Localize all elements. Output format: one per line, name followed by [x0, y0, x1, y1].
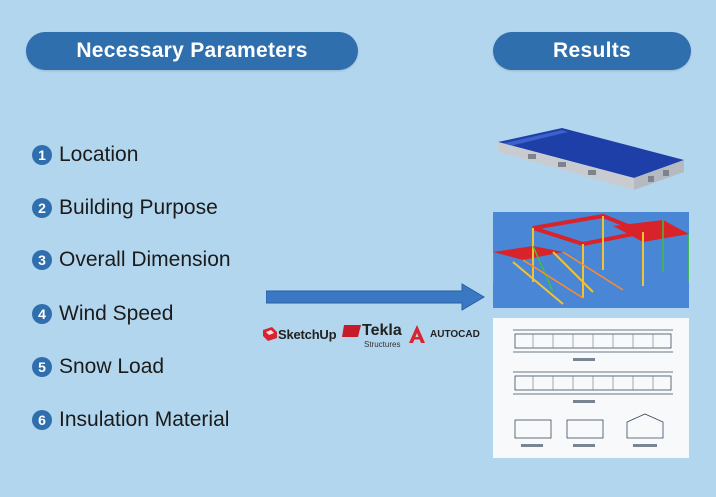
cad-drawings-image	[493, 318, 689, 458]
autocad-icon	[409, 325, 425, 343]
parameter-item-insulation-material: 6 Insulation Material	[32, 405, 229, 435]
parameter-item-location: 1 Location	[32, 140, 138, 170]
autocad-label: AUTOCAD	[430, 328, 480, 340]
parameter-label: Wind Speed	[59, 302, 174, 325]
tekla-logo: Tekla Structures	[342, 322, 402, 349]
tekla-label: Tekla	[362, 322, 402, 339]
arrow-right-icon	[266, 283, 485, 311]
necessary-parameters-title: Necessary Parameters	[76, 39, 308, 62]
sketchup-logo: SketchUp	[262, 326, 337, 342]
tekla-structures-label: Structures	[364, 340, 401, 349]
parameter-label: Location	[59, 143, 139, 166]
steel-frame-model-image	[493, 212, 689, 308]
necessary-parameters-header: Necessary Parameters	[26, 32, 358, 70]
parameter-item-building-purpose: 2 Building Purpose	[32, 193, 218, 223]
parameter-item-snow-load: 5 Snow Load	[32, 352, 164, 382]
number-badge-icon: 3	[32, 250, 52, 270]
number-badge-icon: 4	[32, 304, 52, 324]
number-badge-icon: 6	[32, 410, 52, 430]
number-badge-icon: 5	[32, 357, 52, 377]
parameter-label: Insulation Material	[59, 408, 230, 431]
sketchup-label: SketchUp	[278, 326, 337, 342]
tekla-icon	[342, 325, 361, 337]
parameter-label: Snow Load	[59, 355, 165, 378]
building-3d-render-image	[498, 128, 684, 190]
parameter-item-wind-speed: 4 Wind Speed	[32, 299, 173, 329]
results-header: Results	[493, 32, 691, 70]
parameter-label: Building Purpose	[59, 196, 218, 219]
number-badge-icon: 1	[32, 145, 52, 165]
sketchup-icon	[263, 327, 277, 341]
number-badge-icon: 2	[32, 198, 52, 218]
parameter-item-overall-dimension: 3 Overall Dimension	[32, 245, 231, 275]
software-logos: SketchUp Tekla Structures AUTOCAD	[262, 322, 488, 350]
autocad-logo: AUTOCAD	[408, 324, 480, 344]
parameter-label: Overall Dimension	[59, 248, 231, 271]
results-title: Results	[553, 39, 631, 62]
